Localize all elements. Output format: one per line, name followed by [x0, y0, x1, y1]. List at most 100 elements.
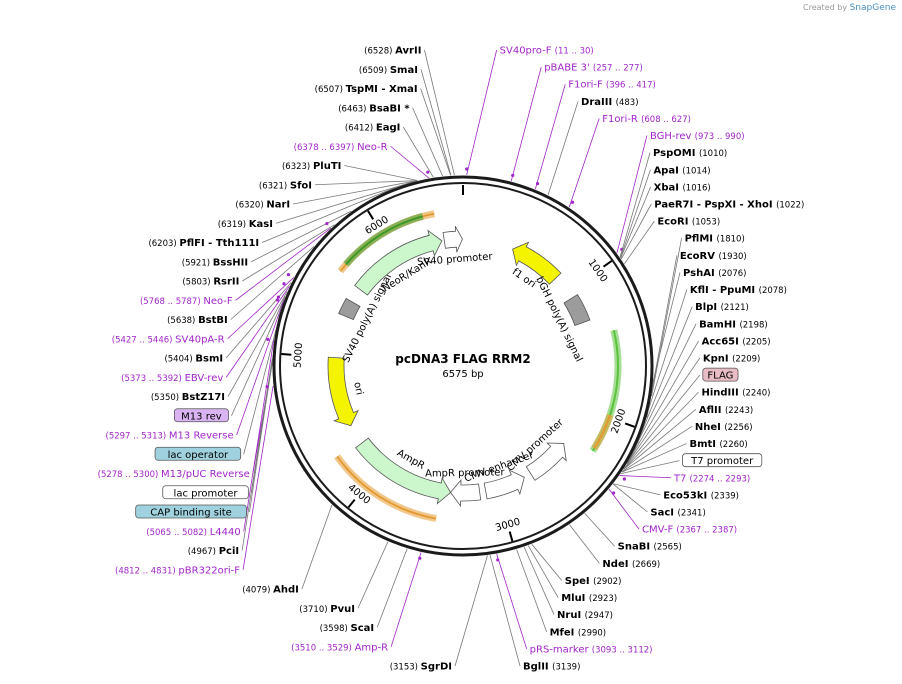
leader-flag	[624, 374, 701, 468]
leader-rsrii	[242, 224, 335, 282]
site-label-m13-reverse: (5297 .. 5313) M13 Reverse	[106, 431, 234, 442]
site-label-aflii: AflII (2243)	[699, 405, 753, 416]
feature-label-sv40-promoter: SV40 promoter	[417, 251, 494, 268]
leader-nari	[293, 180, 417, 205]
label-box-lac-promoter	[162, 485, 249, 500]
leader-saci	[612, 483, 648, 513]
label-text-pbabe-3: pBABE 3' (257 .. 277)	[544, 63, 643, 74]
label-text-l4440: (5065 .. 5082) L4440	[146, 527, 240, 538]
leader-ndei	[569, 524, 600, 564]
label-text-mfei: MfeI (2990)	[550, 627, 607, 638]
site-label-ebv-rev: (5373 .. 5392) EBV-rev	[121, 373, 223, 384]
label-text-sv40pa-r: (5427 .. 5446) SV40pA-R	[112, 334, 225, 345]
label-text-scai: (3598) ScaI	[320, 623, 375, 634]
site-label-eco53ki: Eco53kI (2339)	[663, 490, 739, 501]
leader-apai	[620, 169, 651, 258]
label-text-nrui: NruI (2947)	[557, 610, 613, 621]
tick-2000	[624, 422, 635, 428]
site-label-ecori: EcoRI (1053)	[657, 217, 720, 228]
leader-pluti	[344, 165, 418, 181]
label-text-sv40pro-f: SV40pro-F (11 .. 30)	[500, 46, 594, 57]
site-label-kfli-ppumi: KflI - PpuMI (2078)	[690, 285, 787, 296]
label-text-prs-marker: pRS-marker (3093 .. 3112)	[530, 644, 653, 655]
site-label-apai: ApaI (1014)	[653, 165, 710, 176]
label-text-neo-r: (6378 .. 6397) Neo-R	[294, 142, 388, 153]
leader-avrii	[424, 49, 455, 176]
credit-prefix: Created by	[803, 3, 848, 12]
label-text-hindiii: HindIII (2240)	[701, 388, 770, 399]
label-text-smai: (6509) SmaI	[359, 65, 418, 76]
site-label-bstz17i: (5350) BstZ17I	[151, 392, 225, 403]
site-label-bglii: BglII (3139)	[523, 662, 580, 673]
tick-5000	[281, 353, 292, 356]
site-label-ecorv: EcoRV (1930)	[680, 251, 747, 262]
site-label-pflmi: PflMI (1810)	[685, 234, 745, 245]
primer-site-sv40pa-r	[286, 273, 291, 277]
leader-cmv-f	[608, 488, 640, 530]
label-text-cmv-f: CMV-F (2367 .. 2387)	[642, 525, 737, 536]
primer-site-amp-r	[418, 556, 422, 560]
site-label-neo-r: (6378 .. 6397) Neo-R	[294, 142, 388, 153]
label-text-lac-operator: lac operator	[168, 450, 229, 461]
site-label-paer7i-pspxi-xhoi: PaeR7I - PspXI - XhoI (1022)	[654, 200, 804, 211]
primer-site-f1ori-f	[535, 182, 540, 186]
site-label-cap-binding-site: CAP binding site	[135, 504, 247, 519]
site-label-neo-f: (5768 .. 5787) Neo-F	[140, 296, 233, 307]
feature-label-ori: ori	[351, 381, 364, 396]
label-text-kpni: KpnI (2209)	[703, 354, 761, 365]
credit-brand: SnapGene	[849, 3, 896, 13]
leader-acc65i	[626, 340, 699, 464]
leader-paer7i-pspxi-xhoi	[620, 203, 652, 260]
site-label-ndei: NdeI (2669)	[602, 559, 660, 570]
site-label-flag: FLAG	[702, 367, 739, 382]
label-text-nhei: NheI (2256)	[695, 422, 753, 433]
site-label-cmv-f: CMV-F (2367 .. 2387)	[642, 525, 737, 536]
leader-pvui	[357, 541, 389, 609]
leader-pbr322ori-f	[242, 386, 274, 570]
site-label-sfoi: (6321) SfoI	[259, 180, 312, 191]
label-text-mlui: MluI (2923)	[561, 593, 617, 604]
leader-bsshii	[250, 210, 352, 263]
label-text-pshai: PshAI (2076)	[683, 268, 746, 279]
site-label-bgh-rev: BGH-rev (973 .. 990)	[650, 131, 745, 142]
label-text-tspmi-xmai: (6507) TspMI - XmaI	[315, 84, 418, 95]
leader-ahdi	[301, 504, 333, 590]
leader-bsmi	[225, 282, 292, 359]
feature-ampr-promoter	[450, 478, 482, 508]
label-text-pflfi-tth111i: (6203) PflFI - Tth111I	[148, 238, 259, 249]
label-text-ecorv: EcoRV (1930)	[680, 251, 747, 262]
site-label-f1ori-f: F1ori-F (396 .. 417)	[568, 80, 656, 91]
leader-aflii	[623, 409, 697, 470]
plasmid-name: pcDNA3 FLAG RRM2	[395, 352, 530, 366]
site-label-f1ori-r: F1ori-R (608 .. 627)	[602, 114, 691, 125]
leader-f1ori-r	[568, 118, 600, 208]
label-text-apai: ApaI (1014)	[653, 165, 710, 176]
label-text-cap-binding-site: CAP binding site	[150, 508, 232, 519]
site-label-pflfi-tth111i: (6203) PflFI - Tth111I	[148, 238, 259, 249]
plasmid-length: 6575 bp	[442, 369, 483, 380]
label-text-lac-promoter: lac promoter	[174, 488, 239, 499]
label-text-ahdi: (4079) AhdI	[242, 585, 299, 596]
leader-eagi	[403, 126, 434, 178]
feature-cmv-enhancer	[483, 469, 525, 500]
site-label-t7: T7 (2274 .. 2293)	[673, 473, 750, 484]
leader-pbabe-3	[510, 67, 542, 182]
site-label-acc65i: Acc65I (2205)	[702, 336, 771, 347]
label-text-acc65i: Acc65I (2205)	[702, 336, 771, 347]
site-label-pbr322ori-f: (4812 .. 4831) pBR322ori-F	[115, 565, 240, 576]
label-box-cap-binding-site	[135, 504, 247, 519]
leader-ebv-rev	[225, 286, 290, 378]
backbone-outer-strand	[272, 175, 654, 557]
primer-site-ebv-rev	[282, 282, 286, 286]
label-text-paer7i-pspxi-xhoi: PaeR7I - PspXI - XhoI (1022)	[654, 200, 804, 211]
label-text-avrii: (6528) AvrII	[364, 46, 421, 57]
leader-bstbi	[230, 246, 315, 320]
leader-mfei	[516, 549, 547, 632]
leader-sgrdi	[454, 555, 488, 667]
site-label-m13-puc-reverse: (5278 .. 5300) M13/pUC Reverse	[98, 469, 250, 480]
label-text-t7: T7 (2274 .. 2293)	[673, 473, 750, 484]
site-label-bsshii: (5921) BssHII	[182, 257, 248, 268]
site-label-saci: SacI (2341)	[650, 508, 705, 519]
label-text-bmti: BmtI (2260)	[689, 439, 747, 450]
